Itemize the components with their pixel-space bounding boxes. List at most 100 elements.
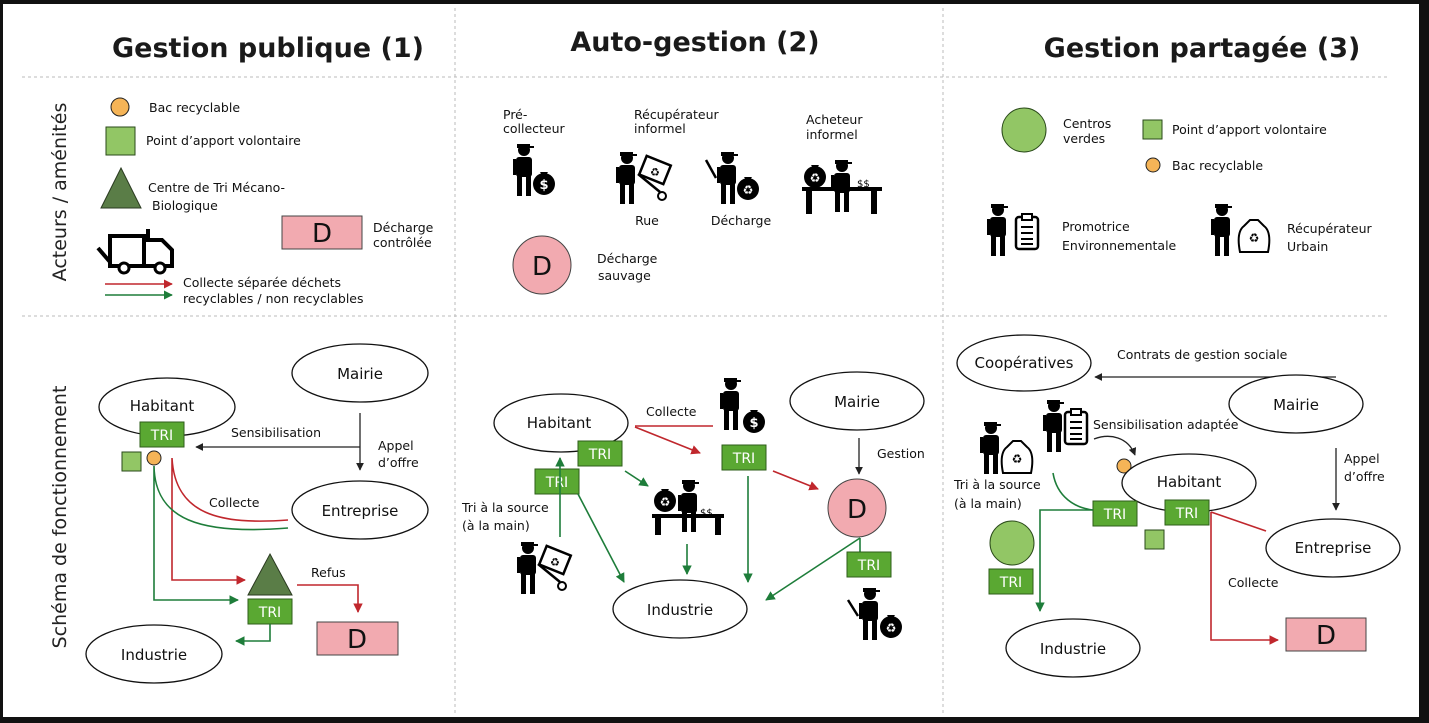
person-icon [831,160,852,212]
legend-point-apport: Point d’apport volontaire [1142,119,1327,140]
bac-icon [1116,458,1132,474]
svg-text:Mairie: Mairie [1273,396,1319,414]
svg-text:Centros: Centros [1063,116,1111,131]
svg-text:verdes: verdes [1063,131,1105,146]
node-habitant [493,393,629,453]
recycle-sack-icon [1237,219,1271,253]
arrow-refus [297,584,363,613]
picker-stick-icon [846,599,860,617]
svg-text:Centre de Tri Mécano-: Centre de Tri Mécano- [148,180,285,195]
svg-text:Collecte: Collecte [209,495,260,510]
arrow-collecte-green [153,465,289,605]
svg-text:Coopératives: Coopératives [975,354,1074,372]
svg-text:Promotrice: Promotrice [1062,219,1130,234]
svg-text:Biologique: Biologique [152,198,218,213]
person-icon [517,542,538,594]
legend-promotrice: Promotrice Environnementale [987,204,1177,256]
tri-badge [721,444,767,471]
svg-text:Industrie: Industrie [121,646,187,664]
person-icon [616,152,637,204]
worker-icon [987,204,1008,256]
bac-icon [110,97,130,117]
bac-icon [146,450,162,466]
svg-text:Bac recyclable: Bac recyclable [149,100,240,115]
svg-text:D: D [1316,621,1336,651]
legend-bac-recyclable: Bac recyclable [1145,157,1263,173]
recycling-cart-icon [536,544,573,592]
svg-text:D: D [532,252,552,282]
recycle-bag-icon [880,615,902,638]
svg-text:Pré-: Pré- [503,107,527,122]
legend-point-apport: Point d’apport volontaire [105,126,301,156]
pav-icon [121,451,142,472]
svg-text:Contrats de gestion sociale: Contrats de gestion sociale [1117,347,1288,362]
tri-badge [846,551,892,578]
svg-text:Entreprise: Entreprise [1295,539,1372,557]
svg-text:collecteur: collecteur [503,121,566,136]
svg-text:informel: informel [806,127,858,142]
arrow-to-decharge [772,470,819,491]
recycling-cart-icon [636,154,673,202]
pav-icon [1142,119,1163,140]
svg-text:D: D [312,219,332,249]
svg-text:TRI: TRI [545,475,568,491]
diagram-frame: $ ♻ ♻ ♻ Gestion publique (1) [3,4,1419,717]
money-bag-icon [533,172,555,195]
node-industrie [85,624,223,684]
node-industrie [1005,618,1141,678]
column-title-partagee: Gestion partagée (3) [1044,33,1361,64]
decharge-icon [1285,617,1367,652]
decharge-sauvage-icon [827,478,887,538]
dollar-sign: $$ [857,179,870,190]
row-label-schema: Schéma de fonctionnement [49,386,71,649]
node-mairie [1228,374,1364,434]
worker-icon [980,422,1001,474]
tri-badge [577,440,623,467]
person-icon [678,480,699,532]
table-leg [715,517,721,535]
node-mairie [789,371,925,431]
svg-text:Sensibilisation: Sensibilisation [231,425,321,440]
svg-text:TRI: TRI [857,558,880,574]
recycle-bag-icon [804,165,826,188]
person-icon [859,588,880,640]
svg-text:Récupérateur: Récupérateur [634,107,720,122]
centre-tri-icon [100,166,142,209]
tri-badge [534,468,580,495]
arrow-to-industrie [235,624,271,646]
node-entreprise [291,480,429,540]
decharge-icon [316,621,399,656]
svg-text:Appel: Appel [1344,451,1380,466]
svg-text:Habitant: Habitant [1157,473,1222,491]
picker-stick-icon [704,159,718,179]
svg-text:TRI: TRI [1103,507,1126,523]
legend-centre-tri: Centre de Tri Mécano- Biologique [100,166,285,213]
arrow-to-acheteur [624,470,649,487]
svg-text:Industrie: Industrie [647,601,713,619]
svg-text:Appel: Appel [378,438,414,453]
svg-text:Collecte: Collecte [646,404,697,419]
centros-verdes-icon [1001,107,1047,153]
legend-collecte-separee: Collecte séparée déchets recyclables / n… [105,275,364,306]
tri-badge [247,598,293,625]
clipboard-icon [1014,212,1040,251]
svg-text:recyclables / non recyclables: recyclables / non recyclables [183,291,364,306]
svg-text:TRI: TRI [732,451,755,467]
svg-text:Gestion: Gestion [877,446,925,461]
worker-icon [1043,400,1064,452]
svg-text:Décharge: Décharge [711,213,772,228]
node-cooperatives [956,334,1092,392]
decharge-sauvage-icon [512,235,572,295]
svg-text:TRI: TRI [999,575,1022,591]
legend-centros-verdes: Centros verdes [1001,107,1111,153]
worker-icon [1211,204,1232,256]
table-leg [806,190,812,214]
table-leg [655,517,661,535]
svg-text:Mairie: Mairie [337,365,383,383]
svg-text:informel: informel [634,121,686,136]
svg-text:Tri à la source: Tri à la source [953,477,1041,492]
svg-text:Urbain: Urbain [1287,239,1328,254]
person-icon [720,378,741,430]
svg-text:Rue: Rue [635,213,659,228]
svg-text:Habitant: Habitant [130,397,195,415]
